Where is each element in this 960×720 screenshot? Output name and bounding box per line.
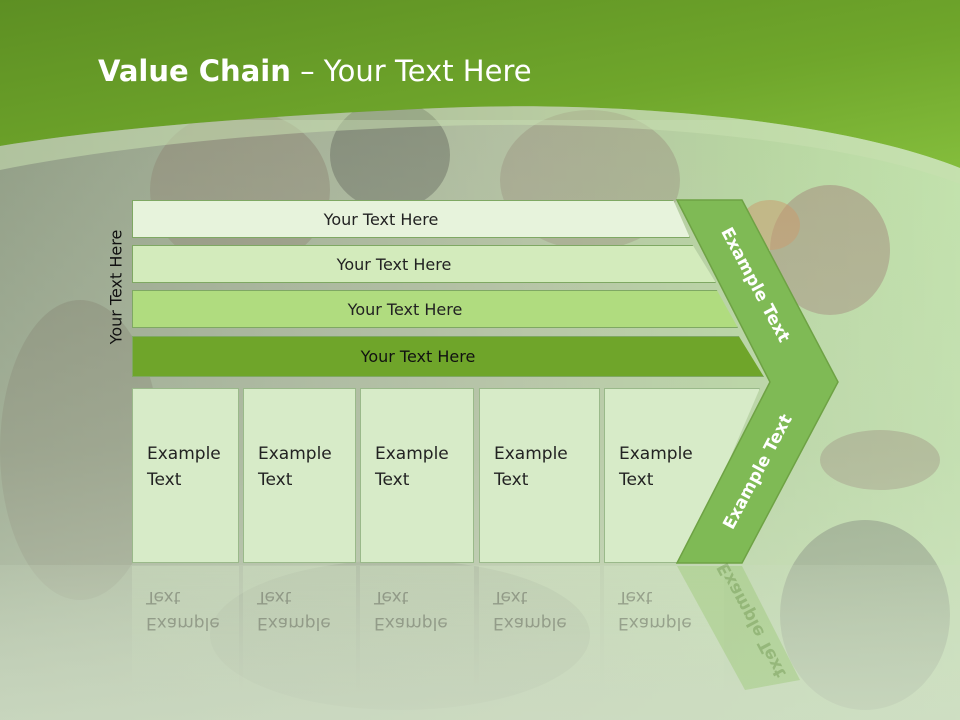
activity-box-4: Example Text bbox=[479, 388, 600, 563]
bar-2-label: Your Text Here bbox=[336, 254, 452, 274]
box-5-line1: Example bbox=[619, 444, 693, 464]
bar-3: Your Text Here bbox=[132, 290, 738, 328]
bar-1-label: Your Text Here bbox=[323, 209, 439, 229]
box-3-line2: Text bbox=[375, 470, 410, 490]
bar-4: Your Text Here bbox=[132, 336, 764, 377]
activity-box-2: Example Text bbox=[243, 388, 356, 563]
box-5-line2: Text bbox=[619, 470, 654, 490]
slide-title: Value Chain – Your Text Here bbox=[98, 54, 532, 88]
bar-3-label: Your Text Here bbox=[347, 299, 463, 319]
header-band bbox=[0, 0, 960, 184]
box-1-line1: Example bbox=[147, 444, 221, 464]
bar-1: Your Text Here bbox=[132, 200, 690, 238]
activity-box-1: Example Text bbox=[132, 388, 239, 563]
box-4-line1: Example bbox=[494, 444, 568, 464]
bar-4-label: Your Text Here bbox=[360, 347, 476, 366]
box-2-line2: Text bbox=[258, 470, 293, 490]
box-2-line1: Example bbox=[258, 444, 332, 464]
box-3-line1: Example bbox=[375, 444, 449, 464]
bar-2: Your Text Here bbox=[132, 245, 716, 283]
box-4-line2: Text bbox=[494, 470, 529, 490]
box-1-line2: Text bbox=[147, 470, 182, 490]
activity-box-3: Example Text bbox=[360, 388, 474, 563]
